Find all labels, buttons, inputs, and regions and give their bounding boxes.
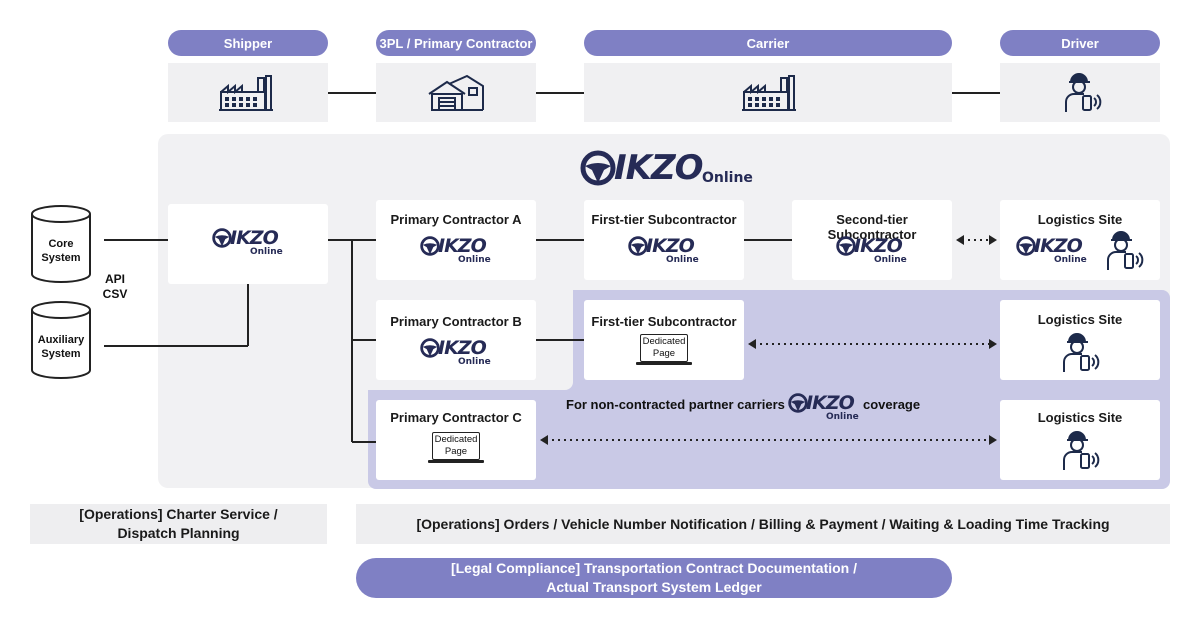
- ikzo-logo-mark: [420, 236, 440, 256]
- operations-charter-bar: [Operations] Charter Service / Dispatch …: [30, 504, 327, 544]
- ikzo-logo-main-text: IKZO: [438, 337, 487, 359]
- logistics-site-b-card: Logistics Site: [1000, 300, 1160, 380]
- card-title: Primary Contractor C: [390, 410, 522, 425]
- ikzo-logo-main-text: IKZO: [646, 235, 695, 257]
- arrow-left-head: [748, 339, 756, 349]
- ikzo-hub-card: IKZO Online: [168, 204, 328, 284]
- database-icon: [31, 301, 91, 379]
- arrow-right-head: [989, 339, 997, 349]
- card-title: Primary Contractor B: [390, 314, 522, 329]
- ikzo-logo-mark: [420, 338, 440, 358]
- laptop-base: [428, 460, 484, 463]
- primary-contractor-b-card: Primary Contractor B IKZO Online: [376, 300, 536, 380]
- first-tier-subcontractor-a-card: First-tier Subcontractor IKZO Online: [584, 200, 744, 280]
- ikzo-logo-sub-text: Online: [250, 247, 283, 257]
- ikzo-logo-main-text: IKZO: [438, 235, 487, 257]
- driver-with-phone-icon: [1063, 431, 1100, 470]
- ikzo-logo-sub-text: Online: [874, 255, 907, 265]
- arrow-right-head: [989, 435, 997, 445]
- laptop-base: [636, 362, 692, 365]
- coverage-caption-after: coverage: [863, 397, 921, 412]
- coverage-caption-before: For non-contracted partner carriers: [566, 397, 785, 412]
- dedicated-page-laptop: Dedicated Page: [640, 334, 688, 362]
- ikzo-logo-mark: [788, 393, 808, 413]
- ikzo-logo-mark: [212, 228, 232, 248]
- primary-contractor-a-card: Primary Contractor A IKZO Online: [376, 200, 536, 280]
- card-title: Logistics Site: [1037, 212, 1123, 227]
- legal-compliance-bar: [Legal Compliance] Transportation Contra…: [356, 558, 952, 598]
- core-system-label: Core System: [41, 238, 81, 264]
- card-title: First-tier Subcontractor: [591, 212, 737, 227]
- driver-with-phone-icon: [1065, 73, 1102, 112]
- driver-with-phone-icon: [1107, 231, 1144, 270]
- role-label-driver: Driver: [1000, 30, 1160, 56]
- ikzo-logo-mark: [1016, 236, 1036, 256]
- ikzo-logo-main-text: IKZO: [854, 235, 903, 257]
- second-tier-subcontractor-card: Second-tier Subcontractor IKZO Online: [792, 200, 952, 280]
- ikzo-logo-mark: [628, 236, 648, 256]
- ikzo-logo-mark: [836, 236, 856, 256]
- driver-with-phone-icon: [1063, 333, 1100, 372]
- ikzo-logo-sub-text: Online: [458, 357, 491, 367]
- warehouse-icon: [428, 74, 484, 111]
- card-title: Logistics Site: [1037, 410, 1123, 425]
- ikzo-logo-main-text: IKZO: [230, 227, 279, 249]
- ikzo-logo-main-text: IKZO: [806, 392, 855, 414]
- arrow-left-head: [956, 235, 964, 245]
- logistics-site-a-card: Logistics Site IKZO Online: [1000, 200, 1160, 280]
- role-label-carrier: Carrier: [584, 30, 952, 56]
- card-title: Logistics Site: [1037, 312, 1123, 327]
- logistics-site-c-card: Logistics Site: [1000, 400, 1160, 480]
- api-csv-label: API CSV: [102, 272, 128, 301]
- ikzo-logo-main-text: IKZO: [1034, 235, 1083, 257]
- card-title: Primary Contractor A: [390, 212, 522, 227]
- ikzo-logo-main-text: IKZO: [614, 148, 704, 188]
- factory-icon: [742, 75, 796, 111]
- dedicated-page-laptop: Dedicated Page: [432, 432, 480, 460]
- ikzo-logo-sub-text: Online: [826, 412, 859, 422]
- role-label-3pl: 3PL / Primary Contractor: [376, 30, 536, 56]
- first-tier-subcontractor-b-card: First-tier Subcontractor Dedicated Page: [584, 300, 744, 380]
- primary-contractor-c-card: Primary Contractor C Dedicated Page: [376, 400, 536, 480]
- arrow-left-head: [540, 435, 548, 445]
- auxiliary-system-label: Auxiliary System: [37, 334, 85, 360]
- ikzo-logo-mark: [580, 150, 616, 186]
- ikzo-logo-sub-text: Online: [1054, 255, 1087, 265]
- factory-icon: [219, 75, 273, 111]
- role-box-3pl: [376, 63, 536, 122]
- arrow-right-head: [989, 235, 997, 245]
- ikzo-logo-sub-text: Online: [458, 255, 491, 265]
- database-icon: [31, 205, 91, 283]
- card-title: First-tier Subcontractor: [591, 314, 737, 329]
- role-label-shipper: Shipper: [168, 30, 328, 56]
- ikzo-logo-sub-text: Online: [666, 255, 699, 265]
- operations-orders-bar: [Operations] Orders / Vehicle Number Not…: [356, 504, 1170, 544]
- ikzo-logo-sub-text: Online: [702, 170, 753, 186]
